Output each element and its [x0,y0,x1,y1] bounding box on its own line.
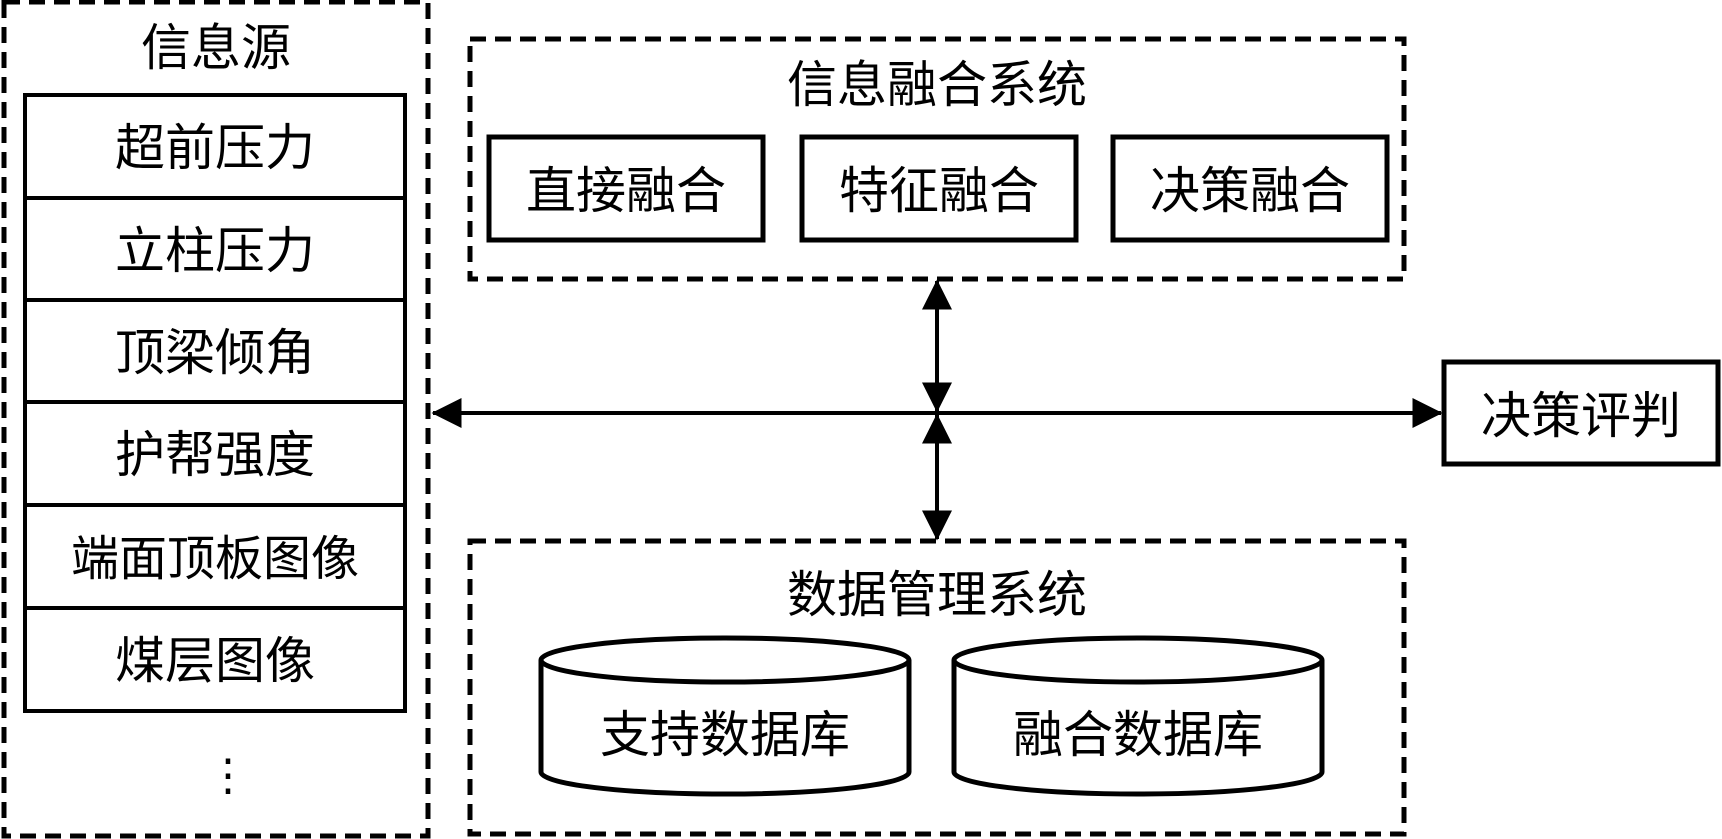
database-cylinder: 融合数据库 [951,635,1325,797]
info-item-box [23,606,407,713]
data-management-title: 数据管理系统 [787,566,1087,624]
connectors [431,279,1443,541]
fusion-method-box [799,134,1079,243]
info-item-label: 顶梁倾角 [115,324,315,382]
fusion-method-box [1110,134,1390,243]
info-item-box [23,503,407,610]
info-source-list: 超前压力 立柱压力 顶梁倾角 护帮强度 端面顶板图像 煤层图像 [23,93,407,713]
info-item-label: 煤层图像 [115,632,315,690]
decision-border [1441,359,1721,467]
database-label: 支持数据库 [600,706,850,764]
data-management-border [467,538,1407,837]
info-source-border [1,0,431,839]
fusion-method-label: 直接融合 [526,162,726,220]
info-item-box [23,93,407,200]
info-source-ellipsis: ⋮ [206,750,250,801]
database-label: 融合数据库 [1013,706,1263,764]
info-item-label: 端面顶板图像 [71,531,359,587]
decision-box: 决策评判 [1441,359,1721,467]
fusion-method-box [486,134,766,243]
info-item-box [23,196,407,302]
fusion-method-label: 决策融合 [1150,162,1350,220]
info-source-title: 信息源 [141,19,291,77]
fusion-system-border [467,36,1407,282]
fusion-system-panel: 信息融合系统 直接融合 特征融合 决策融合 [467,36,1407,282]
fusion-system-title: 信息融合系统 [787,56,1087,114]
fusion-method-label: 特征融合 [839,162,1039,220]
data-management-panel: 数据管理系统 支持数据库 融合数据库 [467,538,1407,837]
info-source-panel: 信息源 超前压力 立柱压力 顶梁倾角 护帮强度 端面顶板图像 煤层图像 ⋮ [1,0,431,839]
info-item-label: 护帮强度 [115,426,315,484]
decision-label: 决策评判 [1481,387,1681,445]
info-item-label: 超前压力 [115,119,315,177]
database-cylinder: 支持数据库 [538,635,912,797]
info-item-label: 立柱压力 [115,222,315,280]
info-item-box [23,400,407,507]
